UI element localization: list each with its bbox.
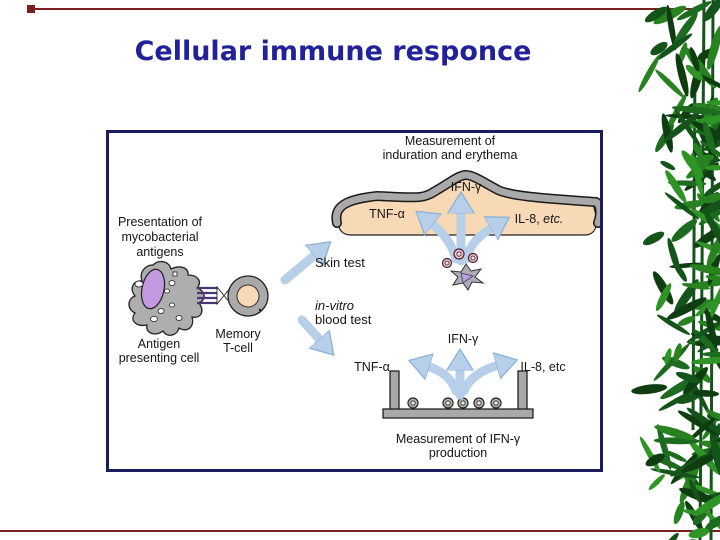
well-cells-graphic <box>407 397 502 409</box>
skin-cytokine-arrows-icon <box>431 211 493 266</box>
ifn-gamma-well-label: IFN-γ <box>447 332 479 346</box>
antigen-cells-graphic <box>441 248 485 291</box>
presentation-caption: Presentation of mycobacterial antigens <box>117 215 203 259</box>
invitro-blood-test-label: in-vitro blood test <box>315 298 372 327</box>
well-cytokine-arrows-icon <box>427 365 499 400</box>
memory-tcell-label: Memory T-cell <box>215 327 261 355</box>
diagram-frame: Measurement of induration and erythema I… <box>106 130 603 472</box>
tnf-alpha-well-label: TNF-α <box>354 360 390 374</box>
skin-test-arrow-icon <box>280 254 316 285</box>
bottom-rule <box>0 530 720 532</box>
il8-well-label: IL-8, etc <box>520 360 566 374</box>
slide-title: Cellular immune responce <box>134 36 532 67</box>
top-rule <box>27 8 704 10</box>
ifn-gamma-skin-label: IFN-γ <box>450 180 482 194</box>
memory-tcell-graphic <box>227 275 269 317</box>
tnf-alpha-skin-label: TNF-α <box>369 207 405 221</box>
skin-test-label: Skin test <box>315 255 365 270</box>
antigen-presenting-cell-graphic <box>128 260 205 336</box>
synapse-connector-graphic <box>197 285 249 306</box>
measurement-bottom-caption: Measurement of IFN-γ production <box>395 432 521 460</box>
measurement-top-caption: Measurement of induration and erythema <box>382 134 518 162</box>
il8-skin-label: IL-8, etc. <box>514 212 564 226</box>
culture-well-graphic <box>382 370 534 419</box>
apc-label: Antigen presenting cell <box>118 337 200 365</box>
bamboo-decoration <box>631 0 720 540</box>
